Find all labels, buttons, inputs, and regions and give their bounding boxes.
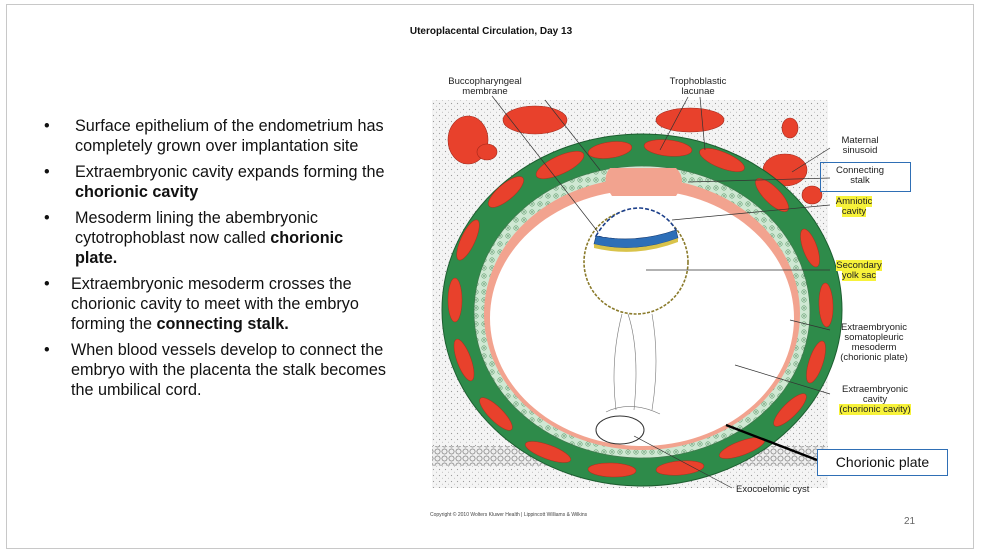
label-line: Extraembryonic: [842, 384, 908, 395]
bullet-text-run: Extraembryonic mesoderm crosses the chor…: [71, 275, 359, 333]
bullet-text-run: Surface epithelium of the endometrium ha…: [75, 117, 384, 155]
bullet-text: When blood vessels develop to connect th…: [71, 341, 386, 399]
page-number: 21: [904, 516, 916, 527]
bullet-marker: •: [44, 209, 50, 227]
label-line: Maternal: [841, 135, 879, 146]
chorionic-cavity: [490, 190, 794, 446]
bullet-marker: •: [44, 163, 50, 181]
implantation-diagram: [432, 95, 843, 489]
chorionic-plate-callout: Chorionic plate: [817, 449, 948, 476]
label-line: membrane: [462, 86, 508, 97]
label-line: cavity: [841, 206, 867, 217]
label-line: lacunae: [681, 86, 715, 97]
bullet-item: • When blood vessels develop to connect t…: [44, 340, 389, 400]
bullet-item: • Surface epithelium of the endometrium h…: [44, 116, 389, 156]
bullet-bold-run: chorionic cavity: [75, 183, 199, 201]
connecting-stalk-callout-box: [820, 162, 911, 192]
copyright-note: Copyright © 2010 Wolters Kluwer Health |…: [430, 512, 588, 518]
bullet-item: • Extraembryonic mesoderm crosses the cho…: [44, 274, 389, 334]
label-connecting-stalk: Connecting stalk: [828, 166, 892, 186]
label-line: sinusoid: [842, 145, 878, 156]
label-line: Buccopharyngeal: [448, 76, 522, 87]
label-line: Extraembryonic: [841, 322, 907, 333]
label-line: Amniotic: [835, 196, 873, 207]
label-line: Secondary: [836, 260, 882, 271]
leader-lines: [491, 95, 831, 489]
exocoelomic-cyst: [595, 415, 645, 445]
hypoblast: [594, 238, 678, 252]
label-line: (chorionic cavity): [839, 404, 911, 415]
bullet-list: • Surface epithelium of the endometrium h…: [44, 116, 389, 406]
bullet-text: Extraembryonic cavity expands forming th…: [75, 163, 385, 201]
bullet-text: Mesoderm lining the abembryonic cytotrop…: [75, 209, 343, 267]
bullet-text-run: Extraembryonic cavity expands forming th…: [75, 163, 385, 181]
trophoblastic-lacunae: [447, 139, 834, 478]
label-line: yolk sac: [841, 270, 877, 281]
label-exocoelomic-cyst: Exocoelomic cyst: [736, 484, 810, 495]
bullet-bold-run: chorionic plate.: [75, 229, 344, 267]
bullet-bold-run: connecting stalk.: [156, 315, 289, 333]
label-line: mesoderm: [851, 342, 897, 353]
bullet-item: • Extraembryonic cavity expands forming t…: [44, 162, 389, 202]
label-line: Trophoblastic: [669, 76, 727, 87]
label-line: cavity: [862, 394, 888, 405]
label-line: (chorionic plate): [840, 352, 908, 363]
label-line: somatopleuric: [844, 332, 904, 343]
bullet-marker: •: [44, 341, 50, 359]
bullet-text: Extraembryonic mesoderm crosses the chor…: [71, 275, 359, 333]
label-buccopharyngeal-membrane: Buccopharyngeal membrane: [440, 77, 530, 97]
bullet-text-run: When blood vessels develop to connect th…: [71, 341, 386, 399]
bullet-marker: •: [44, 275, 50, 293]
chorionic-plate-pointer: [725, 423, 818, 462]
label-line: stalk: [850, 175, 870, 186]
label-maternal-sinusoid: Maternal sinusoid: [830, 136, 890, 156]
slide-title: Uteroplacental Circulation, Day 13: [409, 26, 573, 37]
label-trophoblastic-lacunae: Trophoblastic lacunae: [652, 77, 744, 97]
label-amniotic-cavity: Amniotic cavity: [830, 196, 878, 217]
connecting-stalk: [605, 168, 682, 196]
label-line: Connecting: [835, 165, 885, 176]
label-extraembryonic-somatopleuric-mesoderm: Extraembryonic somatopleuric mesoderm (c…: [829, 323, 919, 363]
label-extraembryonic-cavity: Extraembryonic cavity (chorionic cavity): [828, 385, 922, 415]
label-secondary-yolk-sac: Secondary yolk sac: [829, 260, 889, 281]
bullet-marker: •: [44, 117, 50, 135]
bullet-text-run: Mesoderm lining the abembryonic cytotrop…: [75, 209, 318, 247]
exocoelomic-strands: [605, 313, 661, 415]
bullet-item: • Mesoderm lining the abembryonic cytotro…: [44, 208, 389, 268]
bullet-text: Surface epithelium of the endometrium ha…: [75, 117, 384, 155]
